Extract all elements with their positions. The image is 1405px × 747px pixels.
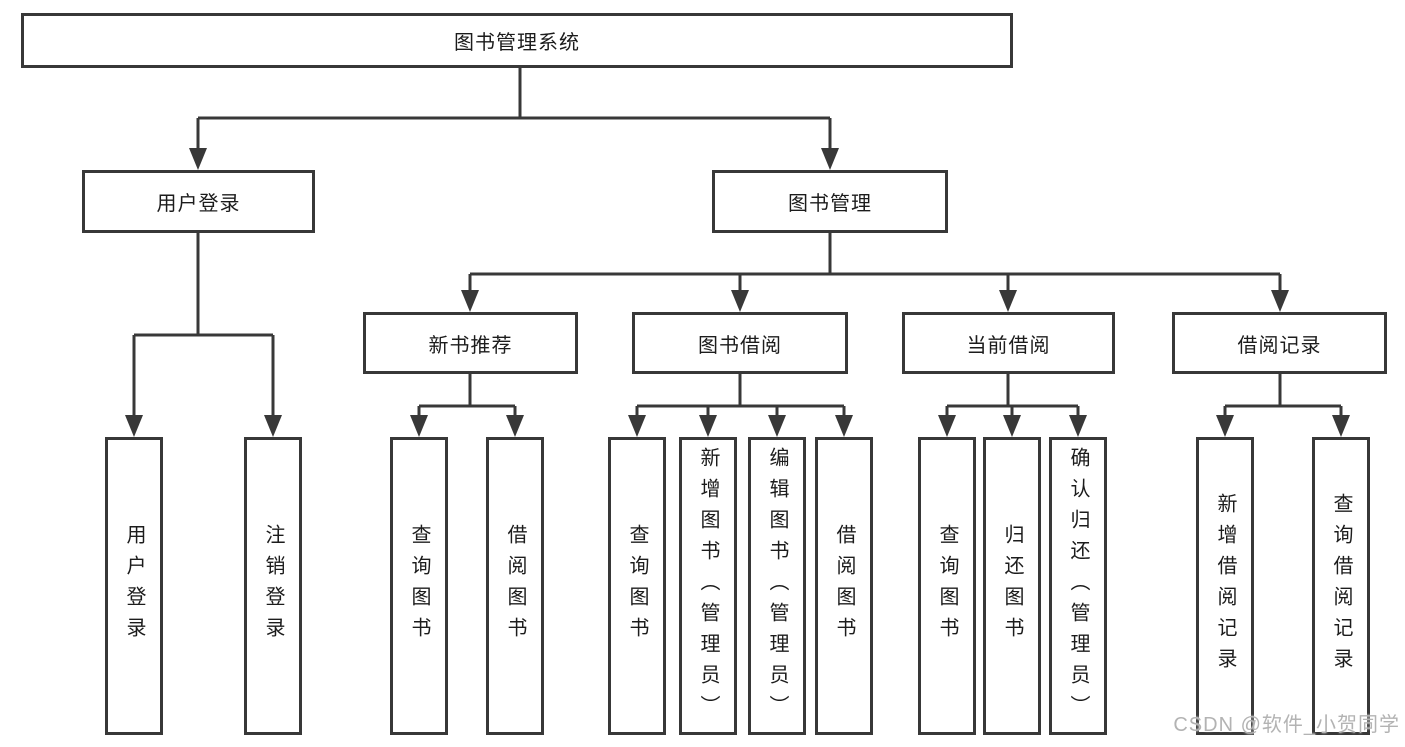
node-leaf-query-books-recommend: 查询图书 — [390, 437, 448, 735]
node-leaf-borrow-books: 借阅图书 — [815, 437, 873, 735]
node-book-management: 图书管理 — [712, 170, 948, 233]
node-leaf-confirm-return-admin: 确认归还（管理员） — [1049, 437, 1107, 735]
node-leaf-return-books-label: 归还图书 — [1001, 524, 1023, 648]
node-borrow-records-label: 借阅记录 — [1237, 334, 1322, 357]
node-leaf-query-books-current-label: 查询图书 — [936, 524, 958, 648]
connector-current-borrow-to-children — [938, 374, 1087, 437]
node-leaf-query-books-current: 查询图书 — [918, 437, 976, 735]
node-leaf-add-books-admin: 新增图书（管理员） — [679, 437, 737, 735]
connector-user-login-to-children — [125, 233, 282, 437]
node-book-borrow-label: 图书借阅 — [698, 334, 782, 357]
node-book-borrow: 图书借阅 — [632, 312, 848, 374]
node-leaf-add-borrow-record-label: 新增借阅记录 — [1214, 493, 1236, 679]
node-leaf-return-books: 归还图书 — [983, 437, 1041, 735]
node-root-system: 图书管理系统 — [21, 13, 1013, 68]
node-leaf-query-borrow-record-label: 查询借阅记录 — [1330, 493, 1352, 679]
node-leaf-query-books-recommend-label: 查询图书 — [408, 524, 430, 648]
node-leaf-add-borrow-record: 新增借阅记录 — [1196, 437, 1254, 735]
node-leaf-logout-label: 注销登录 — [262, 524, 284, 648]
node-current-borrow-label: 当前借阅 — [966, 334, 1051, 357]
node-leaf-add-books-admin-label: 新增图书（管理员） — [697, 446, 719, 726]
node-leaf-query-books-borrow: 查询图书 — [608, 437, 666, 735]
node-new-book-recommend: 新书推荐 — [363, 312, 578, 374]
node-leaf-edit-books-admin: 编辑图书（管理员） — [748, 437, 806, 735]
node-book-management-label: 图书管理 — [788, 193, 872, 215]
node-leaf-confirm-return-admin-label: 确认归还（管理员） — [1067, 446, 1089, 726]
connector-borrow-records-to-children — [1216, 374, 1350, 437]
node-leaf-borrow-books-label: 借阅图书 — [833, 524, 855, 648]
node-leaf-edit-books-admin-label: 编辑图书（管理员） — [766, 446, 788, 726]
node-leaf-logout: 注销登录 — [244, 437, 302, 735]
node-user-login: 用户登录 — [82, 170, 315, 233]
node-user-login-label: 用户登录 — [156, 193, 241, 215]
node-leaf-user-login: 用户登录 — [105, 437, 163, 735]
connector-new-book-recommend-to-children — [410, 374, 524, 437]
connector-book-borrow-to-children — [628, 374, 853, 437]
node-current-borrow: 当前借阅 — [902, 312, 1115, 374]
node-leaf-query-books-borrow-label: 查询图书 — [626, 524, 648, 648]
node-leaf-query-borrow-record: 查询借阅记录 — [1312, 437, 1370, 735]
node-leaf-borrow-books-recommend-label: 借阅图书 — [504, 524, 526, 648]
node-root-system-label: 图书管理系统 — [454, 32, 580, 54]
node-leaf-borrow-books-recommend: 借阅图书 — [486, 437, 544, 735]
connector-root-to-level1 — [189, 68, 839, 170]
node-leaf-user-login-label: 用户登录 — [123, 524, 145, 648]
csdn-watermark: CSDN @软件_小贺同学 — [1173, 714, 1400, 736]
node-new-book-recommend-label: 新书推荐 — [428, 334, 513, 357]
connector-book-management-to-children — [461, 233, 1289, 312]
node-borrow-records: 借阅记录 — [1172, 312, 1387, 374]
